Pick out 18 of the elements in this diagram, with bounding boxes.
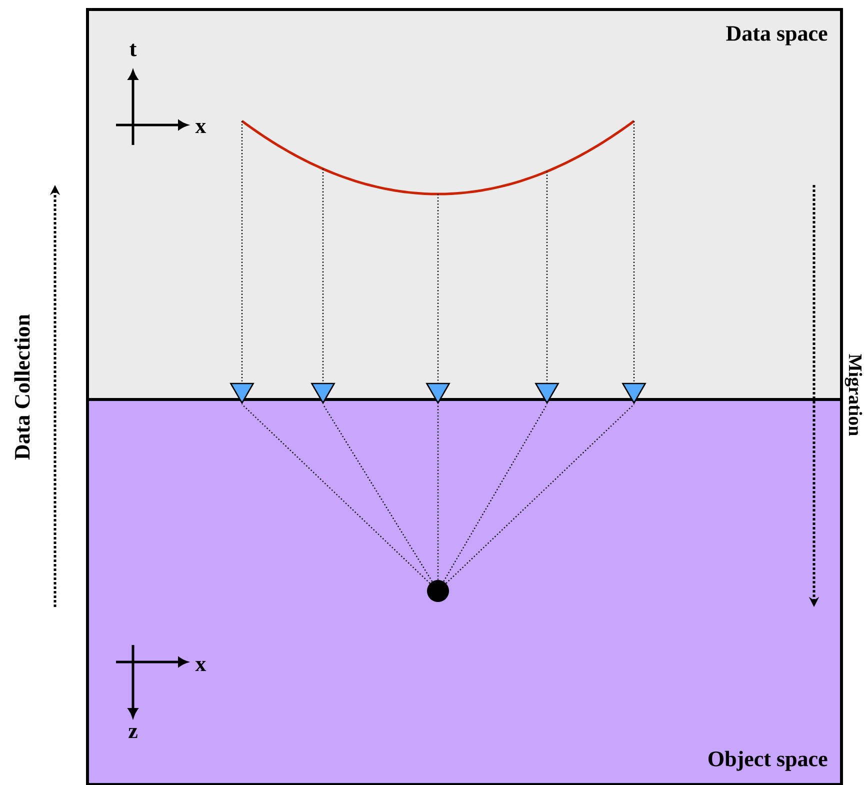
ray-line xyxy=(446,404,634,584)
ray-line xyxy=(322,168,324,383)
axis-label: x xyxy=(195,122,206,134)
axis-label: t xyxy=(130,44,137,56)
ray-line xyxy=(546,171,548,383)
axis-label: z xyxy=(128,728,138,738)
ray-line xyxy=(443,404,548,582)
ray-line xyxy=(437,404,439,580)
ray-line xyxy=(437,194,439,383)
ray-line xyxy=(242,404,430,584)
ray-line xyxy=(322,404,433,582)
ray-line xyxy=(241,121,243,383)
side-label: Data Collection xyxy=(14,314,30,460)
side-label: Migration xyxy=(844,354,862,436)
point-scatterer xyxy=(427,580,449,602)
axis-label: x xyxy=(195,660,206,672)
curve xyxy=(241,120,635,196)
ray-line xyxy=(633,121,635,383)
